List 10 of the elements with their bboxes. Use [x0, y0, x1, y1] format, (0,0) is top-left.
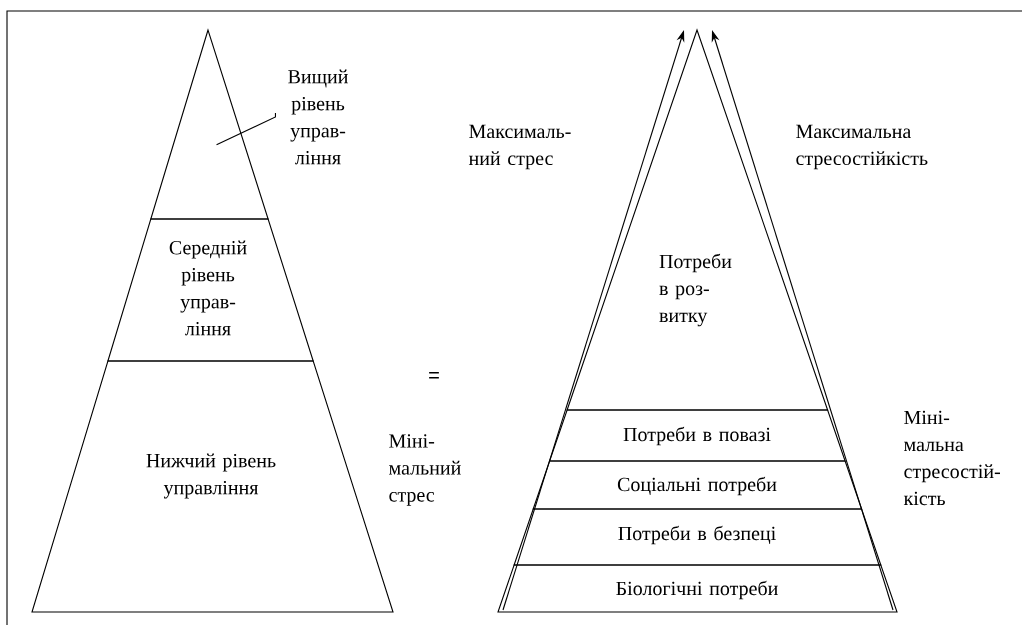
pyramid-tier: Потреби в безпеці — [513, 508, 882, 566]
leader-line — [216, 112, 276, 146]
pyramid-tier: Середній рівень управ-ління — [107, 218, 314, 362]
annotation-text: Міні-мальна стресостій-кість — [903, 410, 1000, 506]
equals-sign: = — [429, 372, 439, 379]
pyramid-tier: Соціальні потреби — [532, 460, 863, 510]
pyramid-tier: Біологічні потреби — [497, 564, 898, 613]
tier-label: Вищий рівень управ-ління — [288, 69, 348, 165]
annotation-text: Максимальна стресостійкість — [796, 124, 928, 170]
annotation-text: Максималь-ний стрес — [468, 124, 571, 170]
